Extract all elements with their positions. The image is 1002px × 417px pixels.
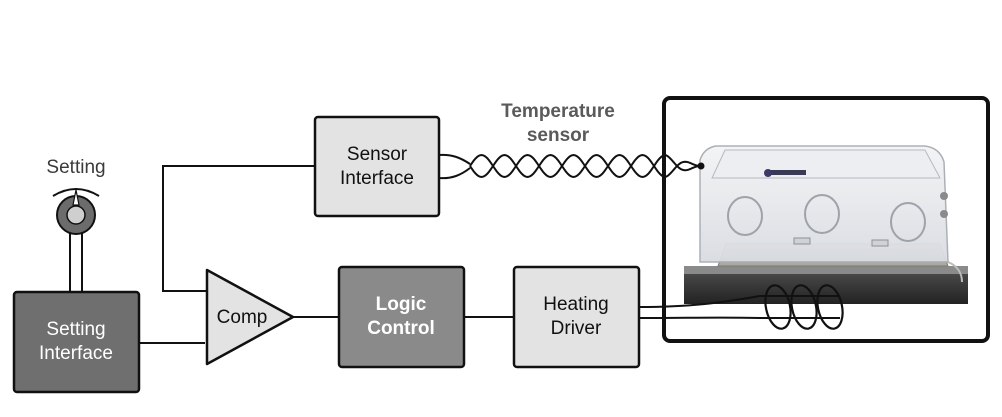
sensor-interface-line2: Interface	[340, 168, 414, 189]
setting-label: Setting	[46, 157, 105, 178]
heating-driver-line2: Driver	[551, 318, 602, 339]
setting-interface-line2: Interface	[39, 343, 113, 364]
temperature-sensor-label-line1: Temperature	[501, 101, 615, 122]
signal-wires	[69, 165, 514, 344]
wire-sensor-to-comp	[162, 165, 315, 292]
heating-element-cable	[638, 295, 840, 319]
temperature-sensor-twisted-pair	[469, 153, 701, 179]
temperature-sensor-cable	[438, 153, 471, 180]
twisted-pair-strand-2	[469, 153, 701, 179]
sensor-interface-block: Sensor Interface	[313, 115, 441, 218]
logic-control-block: Logic Control	[337, 265, 466, 369]
comparator-block: Comp	[205, 268, 295, 366]
sensor-probe-point	[697, 162, 705, 170]
knob-dial-icon[interactable]	[52, 188, 100, 235]
setting-interface-block: Setting Interface	[12, 290, 141, 394]
setting-interface-line1: Setting	[46, 319, 105, 340]
heating-coil-loop-1	[764, 284, 792, 330]
heating-coil-icon	[764, 284, 844, 330]
heating-driver-block: Heating Driver	[512, 265, 641, 369]
logic-control-line1: Logic	[376, 294, 427, 315]
heating-coil-loop-2	[790, 284, 818, 330]
infant-incubator-image	[662, 96, 990, 343]
logic-control-line2: Control	[367, 318, 435, 339]
comparator-label: Comp	[217, 307, 268, 328]
sensor-interface-line1: Sensor	[347, 144, 408, 165]
temperature-sensor-label-line2: sensor	[527, 125, 590, 146]
heating-driver-line1: Heating	[543, 294, 609, 315]
heating-coil-loop-3	[816, 284, 844, 330]
